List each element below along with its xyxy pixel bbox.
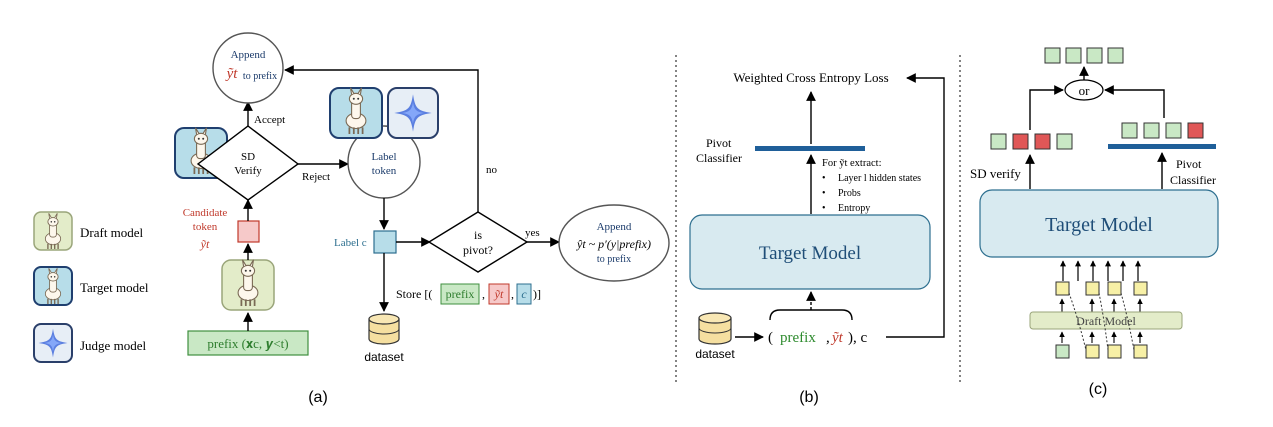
is-pivot-diamond xyxy=(427,211,529,273)
dataset-icon xyxy=(698,312,732,345)
append-label: to prefix xyxy=(243,71,277,82)
svg-text:,: , xyxy=(482,287,485,301)
append-label: Append xyxy=(597,221,632,233)
legend-label: Target model xyxy=(80,280,149,295)
sd-verify-label: SD xyxy=(241,151,255,163)
target-model-box xyxy=(979,189,1219,258)
legend: Draft model Target model Judge model xyxy=(33,211,149,363)
target-model-label: Target Model xyxy=(1045,214,1153,236)
label-token-label: token xyxy=(372,165,397,177)
caption-c: (c) xyxy=(1089,381,1108,398)
or-node xyxy=(1064,79,1104,101)
store-c-text: c xyxy=(521,287,527,301)
panel-b: Weighted Cross Entropy Loss Pivot Classi… xyxy=(689,70,945,406)
dataset-icon xyxy=(368,313,400,345)
extract-item: Entropy xyxy=(838,203,870,214)
yes-label: yes xyxy=(525,227,540,239)
candidate-token-box xyxy=(237,220,260,243)
or-label: or xyxy=(1079,83,1091,98)
pivot-label: Classifier xyxy=(696,151,742,165)
reject-label: Reject xyxy=(302,171,330,183)
is-pivot-label: pivot? xyxy=(463,243,493,257)
is-pivot-label: is xyxy=(474,228,482,242)
legend-item-target: Target model xyxy=(33,266,149,306)
store-suffix: )] xyxy=(533,287,541,301)
pivot-classifier-bar xyxy=(755,146,865,151)
prefix-label: prefix (𝐱c, 𝒚<t) xyxy=(207,336,288,351)
draft-model-label: Draft Model xyxy=(1076,314,1136,328)
extract-title: For ỹt extract: xyxy=(822,158,882,169)
target-model-label: Target Model xyxy=(759,243,861,264)
pivot-classifier-bar xyxy=(1108,144,1216,149)
sd-verify-label: Verify xyxy=(234,165,262,177)
pivot-tokens xyxy=(1121,122,1204,139)
panel-c: or SD verify Pivot Classifier Target Mod… xyxy=(970,47,1219,398)
store-y-text: ỹt xyxy=(494,287,504,301)
label-token-label: Label xyxy=(371,151,396,163)
append-symbol: ỹt xyxy=(225,66,239,82)
append-accept-node xyxy=(212,32,284,104)
candidate-label: token xyxy=(193,221,218,233)
tuple-prefix: prefix xyxy=(780,330,816,346)
legend-label: Judge model xyxy=(80,338,146,353)
sd-verify-label: SD verify xyxy=(970,166,1021,181)
target-model-box xyxy=(689,214,931,290)
append-formula: ŷt ~ p′(y|prefix) xyxy=(576,237,651,251)
svg-text:•: • xyxy=(822,173,826,184)
candidate-label: Candidate xyxy=(183,207,228,219)
dataset-label: dataset xyxy=(695,347,735,361)
extract-item: Probs xyxy=(838,188,861,199)
store-prefix-text: prefix xyxy=(446,287,475,301)
append-pivot-node xyxy=(558,204,670,282)
output-tokens xyxy=(1044,47,1124,64)
input-arrows xyxy=(1060,260,1141,281)
legend-item-draft: Draft model xyxy=(33,211,144,251)
legend-label: Draft model xyxy=(80,225,144,240)
pivot-label: Pivot xyxy=(706,136,732,150)
label-c-text: Label c xyxy=(334,237,367,249)
caption-a: (a) xyxy=(308,389,328,406)
svg-text:•: • xyxy=(822,188,826,199)
draft-model-bar xyxy=(1029,311,1183,330)
caption-b: (b) xyxy=(799,389,819,406)
draft-input-tokens xyxy=(1055,344,1148,359)
sd-verify-diamond xyxy=(196,125,300,201)
draft-output-tokens xyxy=(1055,281,1148,296)
label-c-box xyxy=(373,230,397,254)
pivot-label: Pivot xyxy=(1176,157,1202,171)
append-label: to prefix xyxy=(597,254,631,265)
append-label: Append xyxy=(231,49,266,61)
tuple-open: ( xyxy=(768,330,773,346)
pivot-label: Classifier xyxy=(1170,173,1216,187)
extract-item: Layer l hidden states xyxy=(838,173,921,184)
sd-verify-tokens xyxy=(990,133,1073,150)
store-c-box xyxy=(516,283,532,305)
svg-text:,: , xyxy=(826,330,830,346)
tuple-y: ỹt xyxy=(830,330,844,346)
store-y-box xyxy=(488,283,510,305)
dataset-label: dataset xyxy=(364,350,404,364)
no-label: no xyxy=(486,164,498,176)
tuple-close: ), c xyxy=(848,330,867,346)
candidate-symbol: ỹt xyxy=(200,237,210,251)
loss-label: Weighted Cross Entropy Loss xyxy=(733,70,888,85)
svg-text:•: • xyxy=(822,203,826,214)
panel-a: prefix (𝐱c, 𝒚<t) Candidate token ỹt SD V… xyxy=(174,32,670,406)
legend-item-judge: Judge model xyxy=(33,323,146,363)
accept-label: Accept xyxy=(254,114,285,126)
svg-text:,: , xyxy=(511,287,514,301)
store-prefix-box xyxy=(440,283,480,305)
store-text: Store [( xyxy=(396,287,432,301)
